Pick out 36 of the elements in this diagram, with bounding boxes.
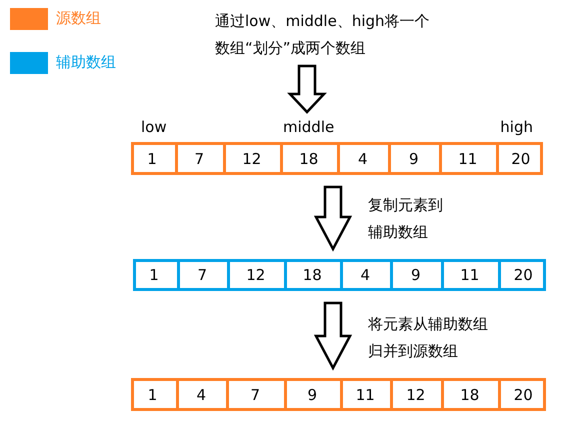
legend-label: 辅助数组 bbox=[56, 53, 116, 72]
array-cell: 18 bbox=[440, 381, 496, 408]
array-cell: 20 bbox=[496, 145, 540, 172]
pointer-label: middle bbox=[283, 118, 334, 136]
legend-label: 源数组 bbox=[56, 9, 101, 28]
array-cell: 12 bbox=[222, 145, 278, 172]
array-cell: 7 bbox=[174, 145, 221, 172]
array-cell: 7 bbox=[176, 262, 225, 288]
array-cell: 11 bbox=[438, 145, 494, 172]
array-cell: 7 bbox=[226, 381, 282, 408]
array-cell: 18 bbox=[280, 145, 335, 172]
array-cell: 20 bbox=[498, 262, 543, 288]
array-cell: 1 bbox=[134, 145, 173, 172]
array-cell: 4 bbox=[336, 145, 386, 172]
array-cell: 4 bbox=[340, 262, 388, 288]
array-cell: 9 bbox=[388, 145, 437, 172]
array-cell: 12 bbox=[390, 381, 439, 408]
array-cell: 1 bbox=[136, 262, 175, 288]
block-arrow bbox=[287, 64, 327, 114]
array-bar bbox=[133, 259, 546, 291]
pointer-label: high bbox=[500, 118, 533, 136]
array-cell: 11 bbox=[340, 381, 388, 408]
array-cell: 12 bbox=[226, 262, 282, 288]
array-cell: 11 bbox=[440, 262, 496, 288]
array-cell: 20 bbox=[498, 381, 543, 408]
array-bar bbox=[131, 378, 546, 411]
array-bar bbox=[131, 142, 543, 175]
array-cell: 18 bbox=[284, 262, 338, 288]
array-cell: 4 bbox=[176, 381, 224, 408]
pointer-label: low bbox=[141, 118, 167, 136]
array-cell: 9 bbox=[390, 262, 439, 288]
array-cell: 1 bbox=[134, 381, 174, 408]
description-text: 通过low、middle、high将一个数组“划分”成两个数组 bbox=[215, 8, 437, 62]
block-arrow bbox=[314, 186, 352, 252]
array-cell: 9 bbox=[284, 381, 338, 408]
block-arrow bbox=[314, 302, 352, 371]
